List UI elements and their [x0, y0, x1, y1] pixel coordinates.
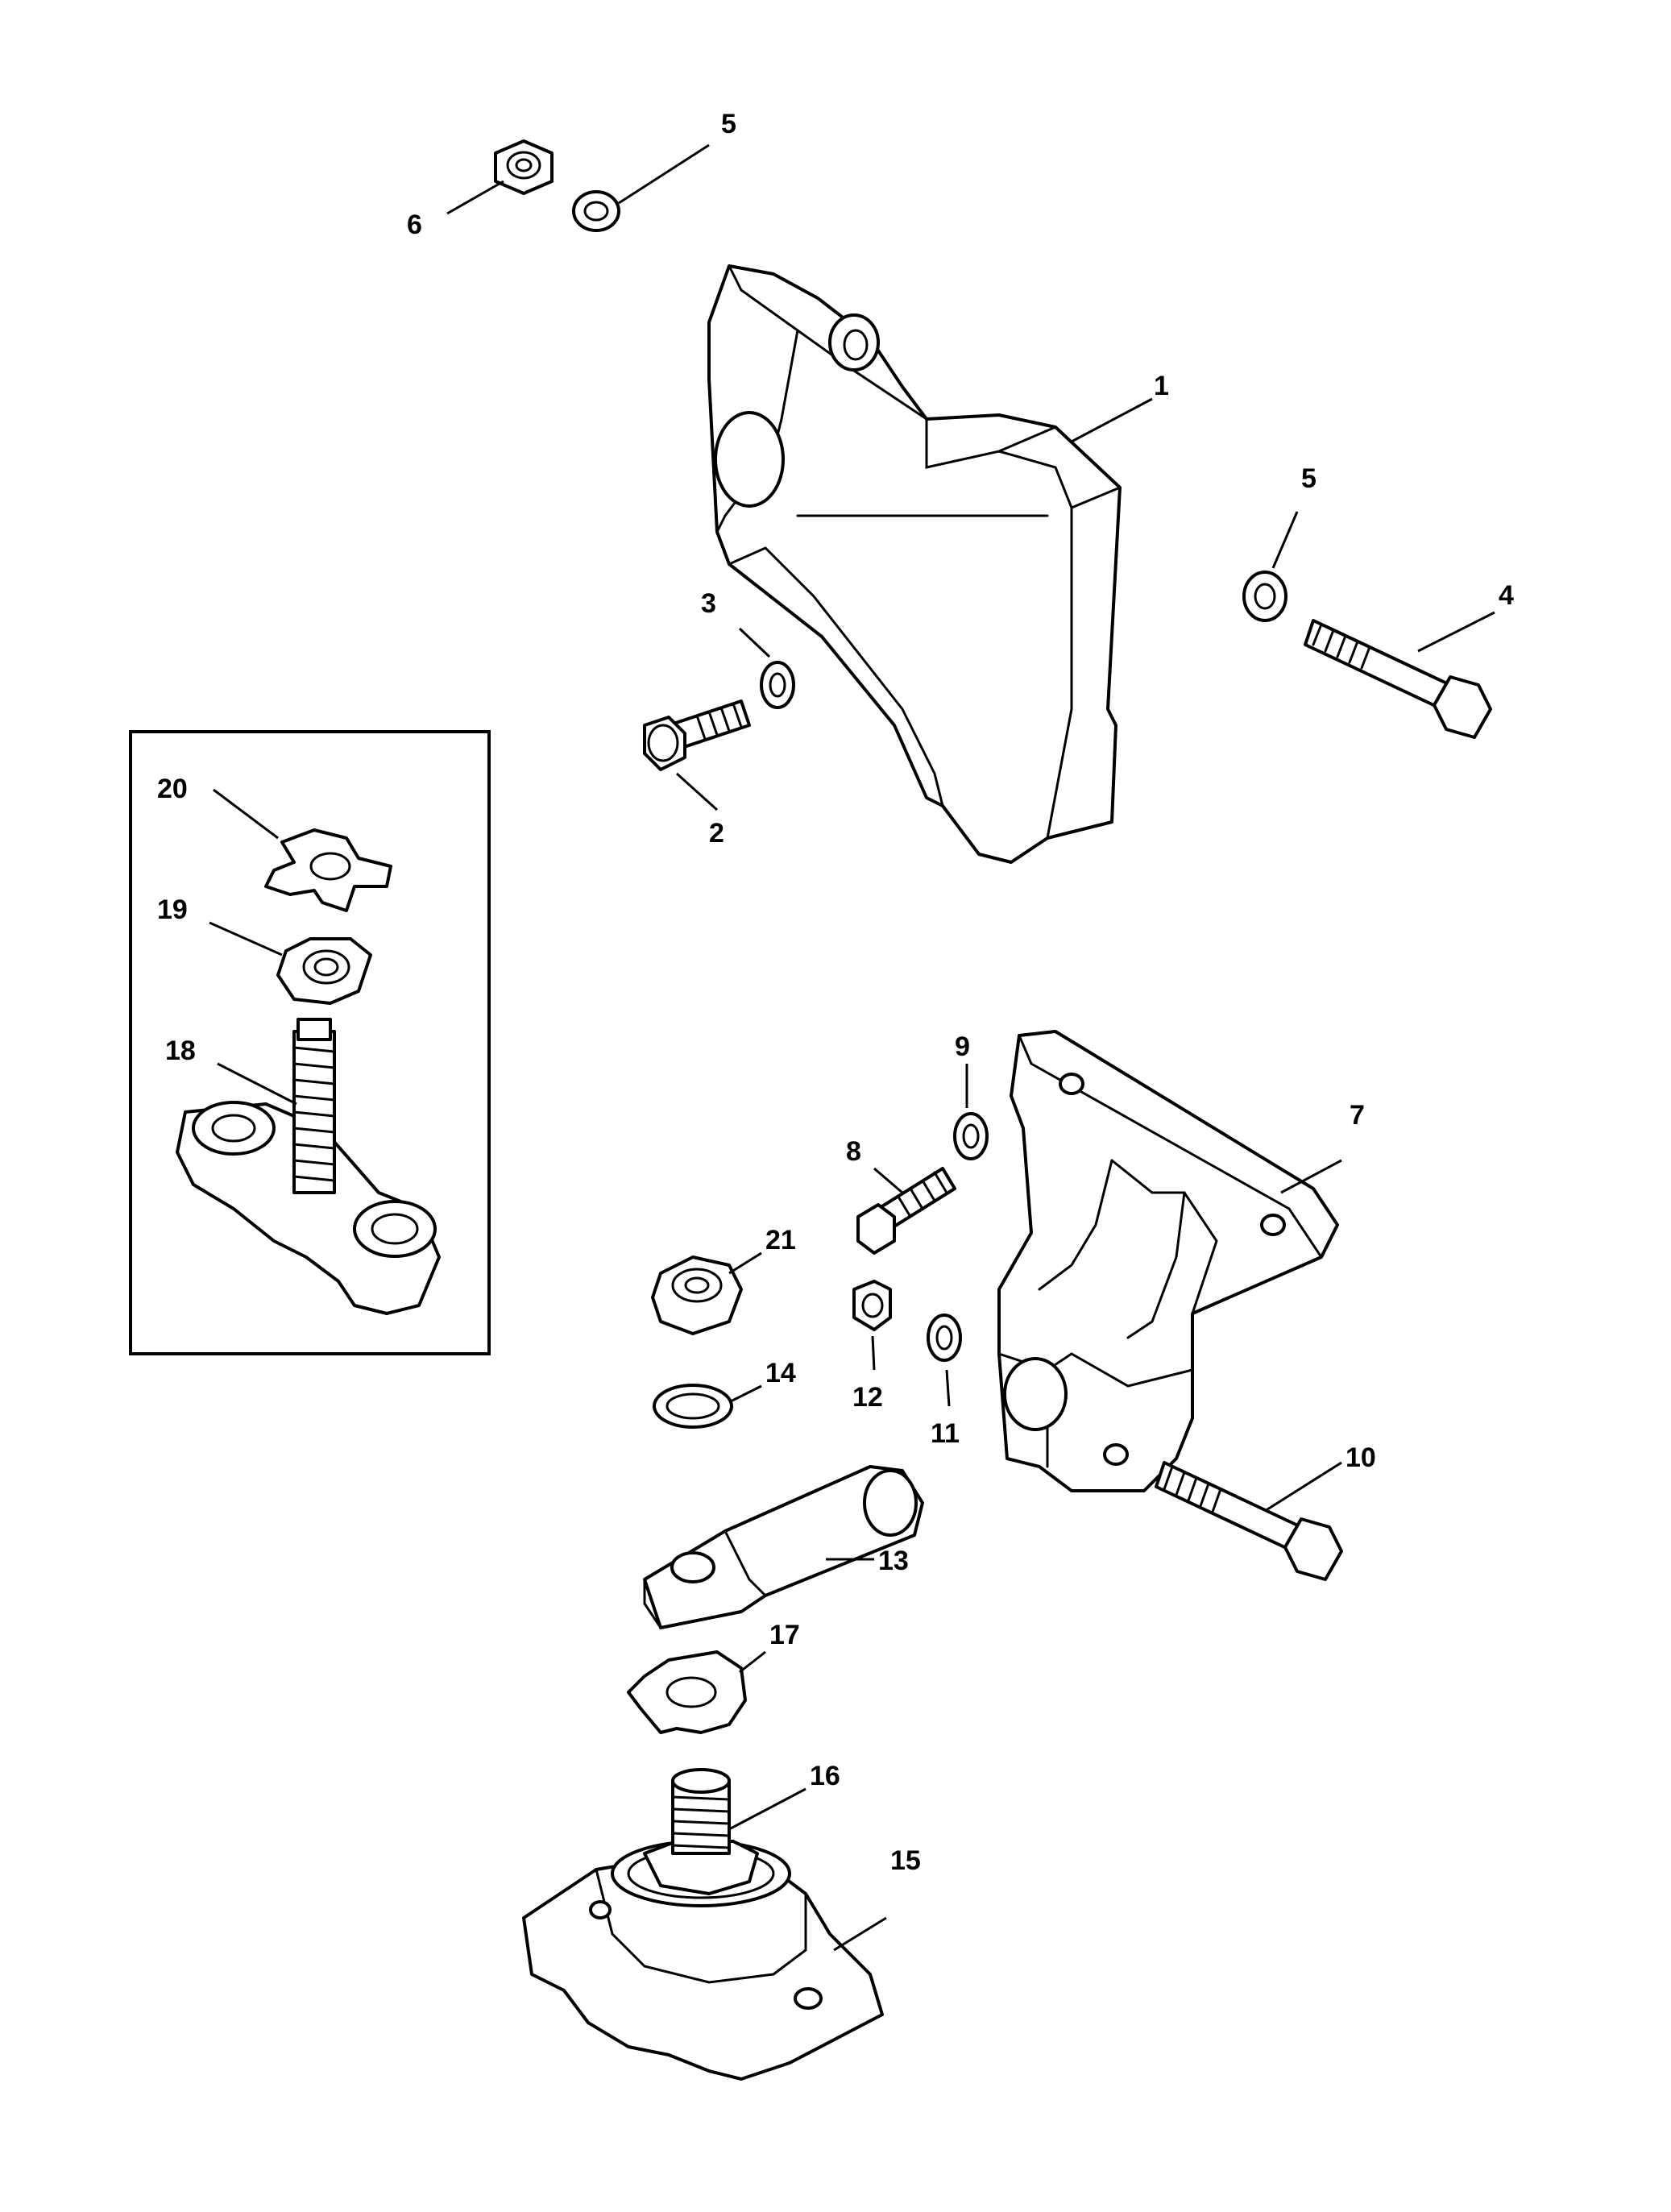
lock-washer-right — [1242, 571, 1287, 622]
lock-washer-upper — [572, 190, 620, 232]
tab-washer-20 — [264, 828, 392, 912]
stud-bar-18 — [176, 1018, 441, 1315]
leader-6 — [446, 180, 504, 215]
callout-6: 6 — [407, 210, 422, 240]
callout-9: 9 — [955, 1031, 970, 1062]
callout-12: 12 — [852, 1382, 883, 1413]
callout-16: 16 — [810, 1761, 840, 1791]
leader-5a — [618, 143, 710, 205]
leader-12 — [871, 1335, 876, 1371]
leader-2 — [675, 772, 719, 811]
callout-13: 13 — [878, 1546, 909, 1576]
lock-washer-14 — [653, 1384, 733, 1429]
leader-1 — [1071, 397, 1153, 443]
callout-7: 7 — [1350, 1100, 1365, 1131]
lock-washer-9 — [953, 1112, 989, 1160]
callout-4: 4 — [1499, 580, 1514, 611]
long-bolt-upper — [1304, 619, 1492, 739]
callout-17: 17 — [769, 1620, 800, 1650]
callout-labels: 1 2 3 4 5 5 6 7 8 9 10 11 12 13 14 15 16… — [157, 109, 1514, 1876]
leader-20 — [213, 788, 279, 840]
callout-1: 1 — [1154, 371, 1169, 401]
nut-12 — [852, 1280, 892, 1331]
leader-21 — [728, 1251, 762, 1275]
inset-box — [129, 730, 491, 1355]
callout-10: 10 — [1346, 1442, 1376, 1473]
callout-20: 20 — [157, 774, 188, 804]
leader-18 — [217, 1062, 297, 1106]
callout-11: 11 — [931, 1418, 960, 1449]
callout-3: 3 — [701, 588, 716, 619]
leader-17 — [739, 1650, 766, 1674]
leader-5b — [1271, 511, 1299, 569]
short-bolt-upper — [643, 699, 751, 771]
callout-21: 21 — [765, 1225, 796, 1255]
upper-mount-bracket — [707, 264, 1122, 864]
lower-mount-bracket — [997, 1030, 1339, 1492]
callout-2: 2 — [709, 818, 724, 849]
bolt-10 — [1155, 1461, 1343, 1581]
callout-5a: 5 — [721, 109, 736, 139]
bolt-8 — [856, 1167, 956, 1255]
link-arm-13 — [643, 1465, 924, 1629]
leader-3 — [738, 627, 771, 658]
callout-8: 8 — [846, 1136, 861, 1167]
nut-21 — [651, 1255, 743, 1335]
callout-15: 15 — [890, 1845, 921, 1876]
leader-11 — [945, 1369, 951, 1407]
leader-8 — [873, 1167, 903, 1194]
leader-4 — [1417, 611, 1495, 653]
stud-16 — [643, 1768, 759, 1895]
lock-washer-3 — [760, 661, 795, 709]
lock-washer-11 — [927, 1314, 962, 1362]
leader-10 — [1264, 1461, 1342, 1513]
leader-15 — [833, 1916, 887, 1952]
leader-19 — [209, 921, 283, 957]
nut-19 — [276, 937, 372, 1005]
callout-14: 14 — [765, 1358, 796, 1388]
nut-upper — [494, 139, 554, 195]
leader-lines — [209, 143, 1495, 1952]
callout-19: 19 — [157, 894, 188, 925]
tab-washer-17 — [627, 1650, 747, 1734]
callout-5b: 5 — [1301, 463, 1316, 494]
leader-16 — [728, 1787, 806, 1831]
leader-7 — [1280, 1159, 1342, 1194]
callout-18: 18 — [165, 1035, 196, 1066]
leader-14 — [728, 1384, 762, 1404]
